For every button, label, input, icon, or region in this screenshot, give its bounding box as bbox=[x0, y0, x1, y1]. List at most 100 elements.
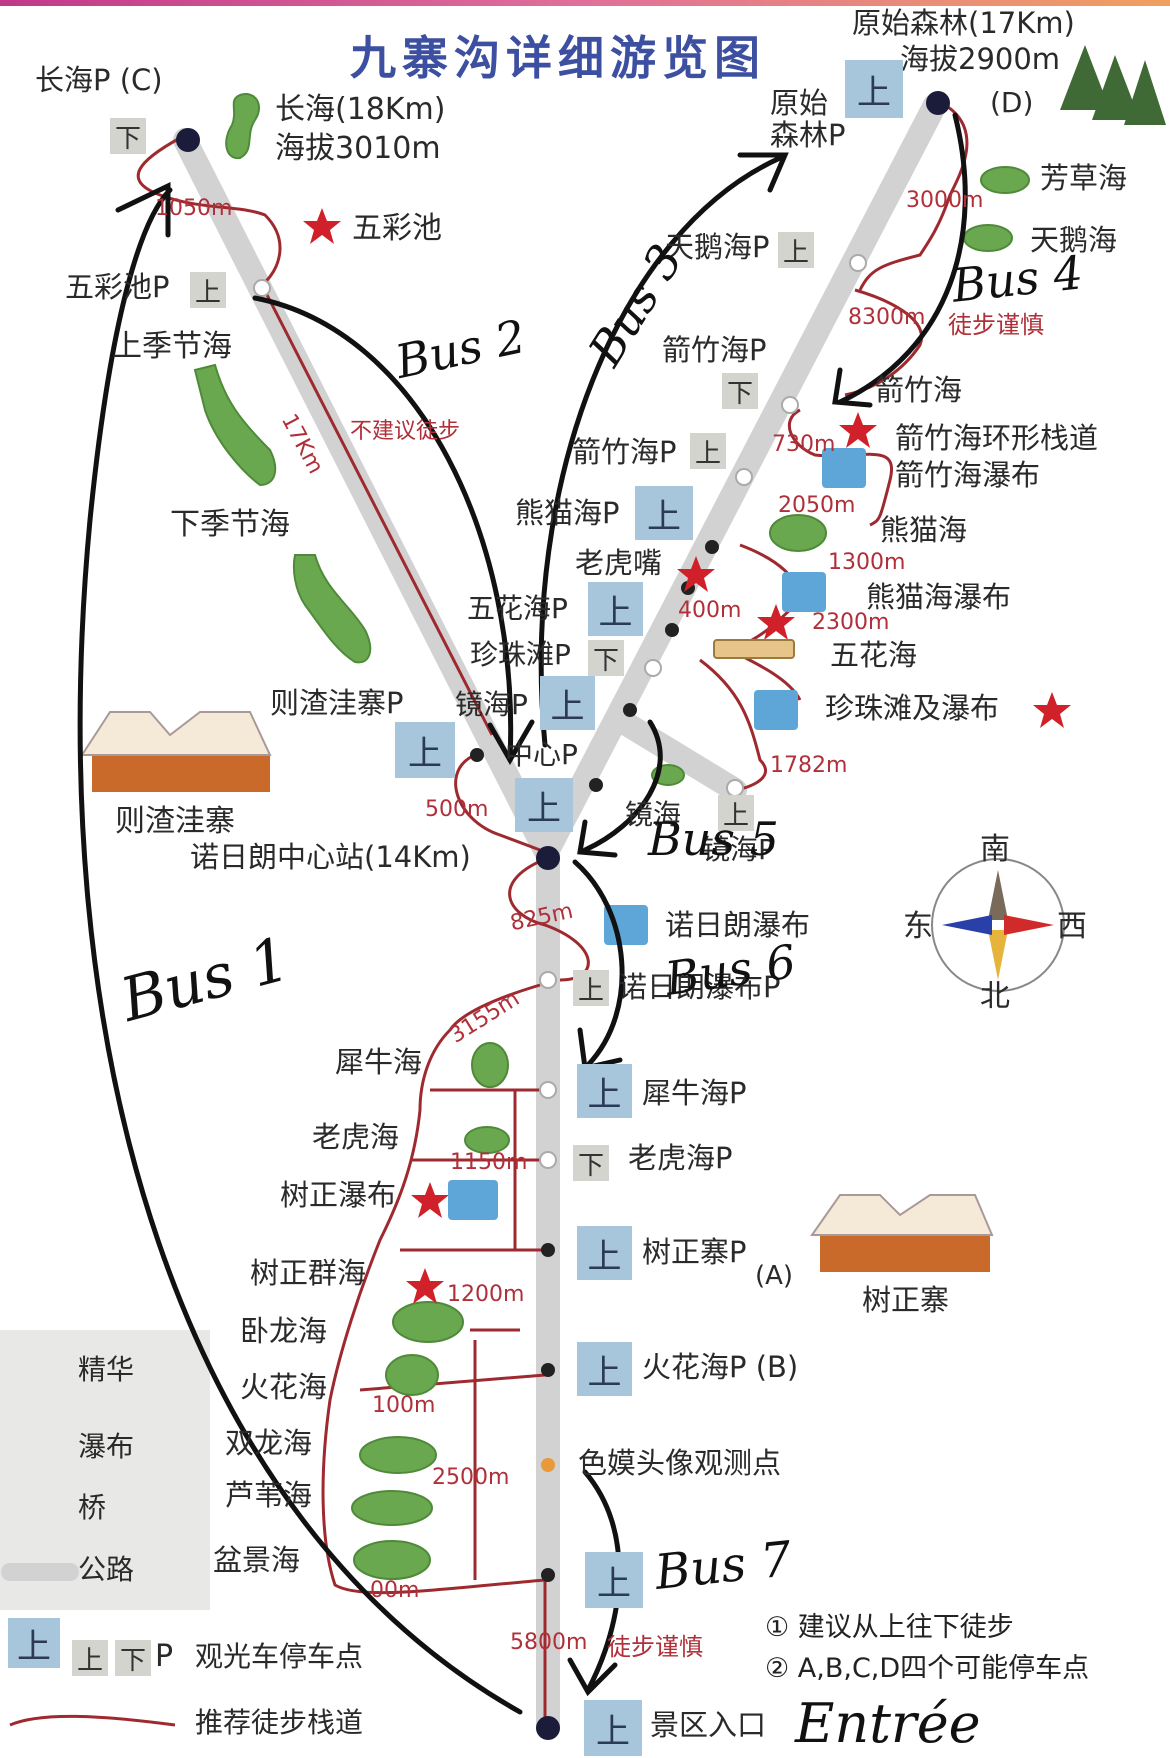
badge-shuzheng-bus: 上 bbox=[577, 1226, 632, 1280]
stop-xiniu[interactable] bbox=[539, 1081, 557, 1099]
compass-south-needle bbox=[988, 870, 1008, 920]
stop-wucaichi[interactable] bbox=[253, 279, 271, 297]
stop-primeval[interactable] bbox=[926, 91, 950, 115]
stop-xiongmao[interactable] bbox=[705, 540, 719, 554]
stop-wuhua[interactable] bbox=[665, 623, 679, 637]
stop-semo[interactable] bbox=[541, 1458, 555, 1472]
arrow-bus3 bbox=[538, 155, 783, 748]
compass-west-needle bbox=[1004, 915, 1054, 935]
lake-qunhai-2 bbox=[385, 1354, 439, 1396]
trail-17km bbox=[260, 284, 494, 736]
stop-zezhawa[interactable] bbox=[470, 748, 484, 762]
stop-jianzhu-up[interactable] bbox=[735, 468, 753, 486]
dist-500: 500m bbox=[425, 797, 489, 822]
stop-jinghai-up[interactable] bbox=[623, 703, 637, 717]
forest-trees bbox=[1060, 45, 1166, 125]
lake-luwei bbox=[351, 1490, 433, 1526]
arrow-bus4-head bbox=[832, 367, 873, 408]
bridge-wuhua bbox=[713, 639, 795, 659]
legend-trail-label: 推荐徒步栈道 bbox=[195, 1706, 364, 1739]
legend-up-chip: 上 bbox=[72, 1640, 108, 1676]
waterfall-xiongmao bbox=[782, 572, 826, 612]
arrow-bus1-head bbox=[115, 182, 171, 238]
stop-shuzheng[interactable] bbox=[541, 1243, 555, 1257]
label-jianzhu-p-up: 箭竹海P bbox=[572, 435, 677, 469]
label-penjinghai: 盆景海 bbox=[213, 1543, 301, 1577]
lake-shangjijie bbox=[193, 363, 277, 487]
label-shuzhengzhai: 树正寨 bbox=[862, 1283, 950, 1317]
stop-tianehai[interactable] bbox=[849, 254, 867, 272]
badge-xiongmao-bus: 上 bbox=[635, 486, 693, 540]
legend-highlight: 精华 bbox=[78, 1353, 135, 1386]
compass-east-needle bbox=[942, 915, 992, 935]
compass-east-label: 东 bbox=[903, 909, 933, 944]
label-changhai-alt: 海拔3010m bbox=[275, 131, 441, 166]
label-zezhawa-p: 则渣洼寨P bbox=[270, 686, 404, 720]
label-nuorilang: 诺日朗中心站(14Km) bbox=[190, 840, 471, 874]
label-zhongxin-p: 中心P bbox=[505, 738, 578, 771]
label-jianzhu-loop: 箭竹海环形栈道 bbox=[895, 421, 1099, 455]
dist-5800: 5800m bbox=[510, 1630, 588, 1655]
note-2: ② A,B,C,D四个可能停车点 bbox=[765, 1653, 1090, 1684]
stop-zhenzhu[interactable] bbox=[644, 659, 662, 677]
stop-laohu[interactable] bbox=[539, 1151, 557, 1169]
badge-primeval-bus: 上 bbox=[845, 60, 903, 118]
label-nuorilang-fall-p: 诺日朗瀑布P bbox=[618, 970, 781, 1004]
stop-penjing[interactable] bbox=[541, 1568, 555, 1582]
label-laohuhai: 老虎海 bbox=[312, 1120, 400, 1154]
trail-changhai bbox=[136, 136, 282, 287]
lake-tianehai bbox=[963, 224, 1013, 252]
badge-jinghai-bus: 上 bbox=[540, 676, 595, 730]
badge-laohu-down: 下 bbox=[573, 1145, 609, 1181]
badge-wucaichi-up: 上 bbox=[190, 272, 226, 308]
dist-1300: 1300m bbox=[828, 550, 906, 575]
lakes bbox=[193, 93, 1030, 1580]
compass-west-label: 西 bbox=[1057, 909, 1087, 944]
label-xiniuhai-p: 犀牛海P bbox=[642, 1076, 747, 1110]
label-shuzheng-fall: 树正瀑布 bbox=[280, 1178, 397, 1212]
badge-zezhawa-bus: 上 bbox=[395, 722, 455, 778]
compass-south-label: 南 bbox=[980, 832, 1010, 867]
stop-jingzhong[interactable] bbox=[589, 778, 603, 792]
label-xiongmao-fall: 熊猫海瀑布 bbox=[866, 580, 1012, 614]
label-xiniuhai: 犀牛海 bbox=[335, 1045, 423, 1079]
label-primeval: 原始森林(17Km) bbox=[852, 6, 1075, 40]
handwritten-bus5: Bus 5 bbox=[648, 812, 779, 866]
badge-zhongxin-bus: 上 bbox=[515, 778, 573, 832]
label-laohuhai-p: 老虎海P bbox=[628, 1141, 733, 1175]
road-jinghai-branch bbox=[608, 708, 747, 802]
dist-1200: 1200m bbox=[447, 1282, 525, 1307]
legend-waterfall: 瀑布 bbox=[78, 1430, 135, 1463]
stops bbox=[176, 91, 950, 1740]
dist-1050: 1050m bbox=[155, 196, 233, 221]
trail-zezhawa bbox=[454, 753, 541, 852]
label-wuhuahai: 五花海 bbox=[830, 638, 918, 672]
label-changhai-p: 长海P (C) bbox=[35, 63, 163, 97]
badge-xiniu-bus: 上 bbox=[577, 1064, 632, 1118]
stop-nuorilang[interactable] bbox=[536, 846, 560, 870]
label-xiajijiehai: 下季节海 bbox=[170, 507, 290, 542]
label-luweihai: 芦苇海 bbox=[225, 1478, 313, 1512]
label-xiongmaohai: 熊猫海 bbox=[880, 513, 968, 547]
legend-bridge: 桥 bbox=[78, 1491, 107, 1524]
map-title: 九寨沟详细游览图 bbox=[350, 31, 766, 85]
star-laohuzui bbox=[677, 556, 715, 592]
trail-low-loop bbox=[699, 658, 767, 792]
label-zhenzhu-p: 珍珠滩P bbox=[470, 638, 571, 671]
label-primeval-alt: 海拔2900m bbox=[900, 42, 1061, 76]
stop-jianzhu-down[interactable] bbox=[781, 396, 799, 414]
badge-huohua-bus: 上 bbox=[577, 1342, 632, 1396]
dist-730: 730m bbox=[772, 432, 836, 457]
top-accent-bar bbox=[0, 0, 1170, 6]
stop-huohua[interactable] bbox=[541, 1363, 555, 1377]
label-huohuahai: 火花海 bbox=[240, 1370, 328, 1404]
stop-nuorilang-fall[interactable] bbox=[539, 971, 557, 989]
label-tianehai: 天鹅海 bbox=[1030, 223, 1118, 257]
dist-400: 400m bbox=[678, 598, 742, 623]
stop-entrance[interactable] bbox=[536, 1716, 560, 1740]
star-shuzheng-fall bbox=[411, 1182, 449, 1218]
arrow-bus6 bbox=[572, 859, 625, 1068]
stop-changhai[interactable] bbox=[176, 128, 200, 152]
lake-xiniuhai bbox=[471, 1042, 509, 1088]
